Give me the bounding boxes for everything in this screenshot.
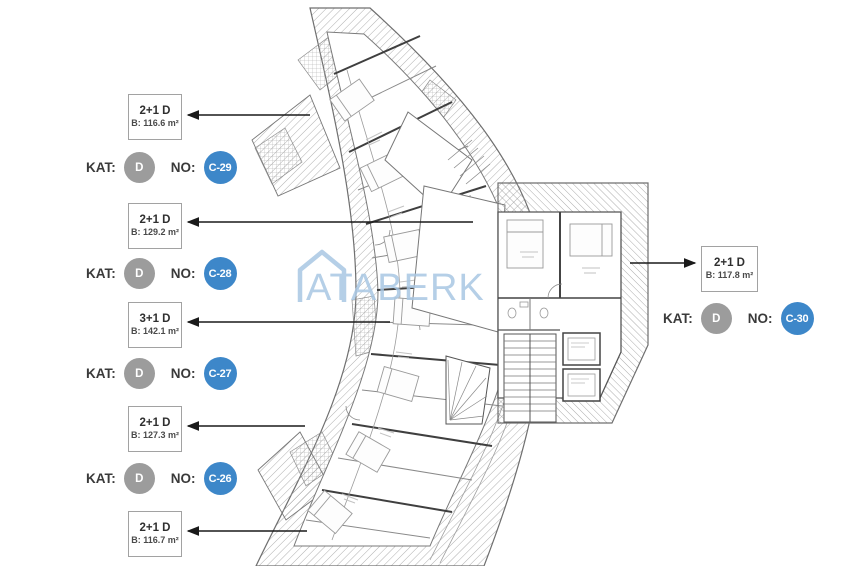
no-label: NO: [170,266,196,281]
unit-type: 2+1 D [139,105,171,117]
kat-badge: D [700,303,732,334]
unit-area: B: 129.2 m² [130,227,180,237]
kat-badge: D [123,463,155,494]
staircase [503,333,557,423]
unit-number-badge: C-28 [203,257,237,290]
unit-info-box-c27: 3+1 D B: 142.1 m² [128,302,182,348]
unit-area: B: 116.6 m² [131,118,179,128]
kat-label: KAT: [86,366,116,381]
kat-badge: D [123,152,155,183]
unit-area: B: 127.3 m² [130,430,180,440]
unit-number-badge: C-27 [203,357,237,390]
unit-number-badge: C-29 [203,151,237,184]
spiral-stair [445,355,491,425]
kat-badge: D [123,358,155,389]
unit-info-box-c30: 2+1 D B: 117.8 m² [701,246,758,292]
unit-info-box-bottom: 2+1 D B: 116.7 m² [128,511,182,557]
no-label: NO: [747,311,773,326]
kat-label: KAT: [86,266,116,281]
unit-type: 2+1 D [139,417,171,429]
kat-no-row-c30: KAT: D NO: C-30 [663,302,814,335]
unit-info-box-c29: 2+1 D B: 116.6 m² [128,94,182,140]
kat-label: KAT: [663,311,693,326]
watermark-text: ATABERK [306,267,485,309]
kat-no-row-c26: KAT: D NO: C-26 [86,462,237,495]
no-label: NO: [170,160,196,175]
unit-type: 2+1 D [139,214,171,226]
unit-type: 3+1 D [139,313,171,325]
kat-no-row-c27: KAT: D NO: C-27 [86,357,237,390]
right-wing [497,182,649,424]
kat-label: KAT: [86,160,116,175]
kat-no-row-c28: KAT: D NO: C-28 [86,257,237,290]
kat-badge: D [123,258,155,289]
unit-type: 2+1 D [139,522,171,534]
unit-type: 2+1 D [713,257,745,269]
no-label: NO: [170,471,196,486]
no-label: NO: [170,366,196,381]
watermark: ATABERK [297,249,485,309]
unit-number-badge: C-26 [203,462,237,495]
unit-area: B: 116.7 m² [131,535,179,545]
unit-area: B: 117.8 m² [705,270,754,280]
room-label-marks [341,131,417,504]
unit-info-box-c26: 2+1 D B: 127.3 m² [128,406,182,452]
elevator-shafts [562,332,601,402]
bed-symbols [307,78,432,535]
unit-info-box-c28: 2+1 D B: 129.2 m² [128,203,182,249]
kat-no-row-c29: KAT: D NO: C-29 [86,151,237,184]
kat-label: KAT: [86,471,116,486]
unit-area: B: 142.1 m² [130,326,180,336]
unit-number-badge: C-30 [780,302,814,335]
callout-arrows [186,110,697,536]
watermark-house-icon [297,249,347,302]
